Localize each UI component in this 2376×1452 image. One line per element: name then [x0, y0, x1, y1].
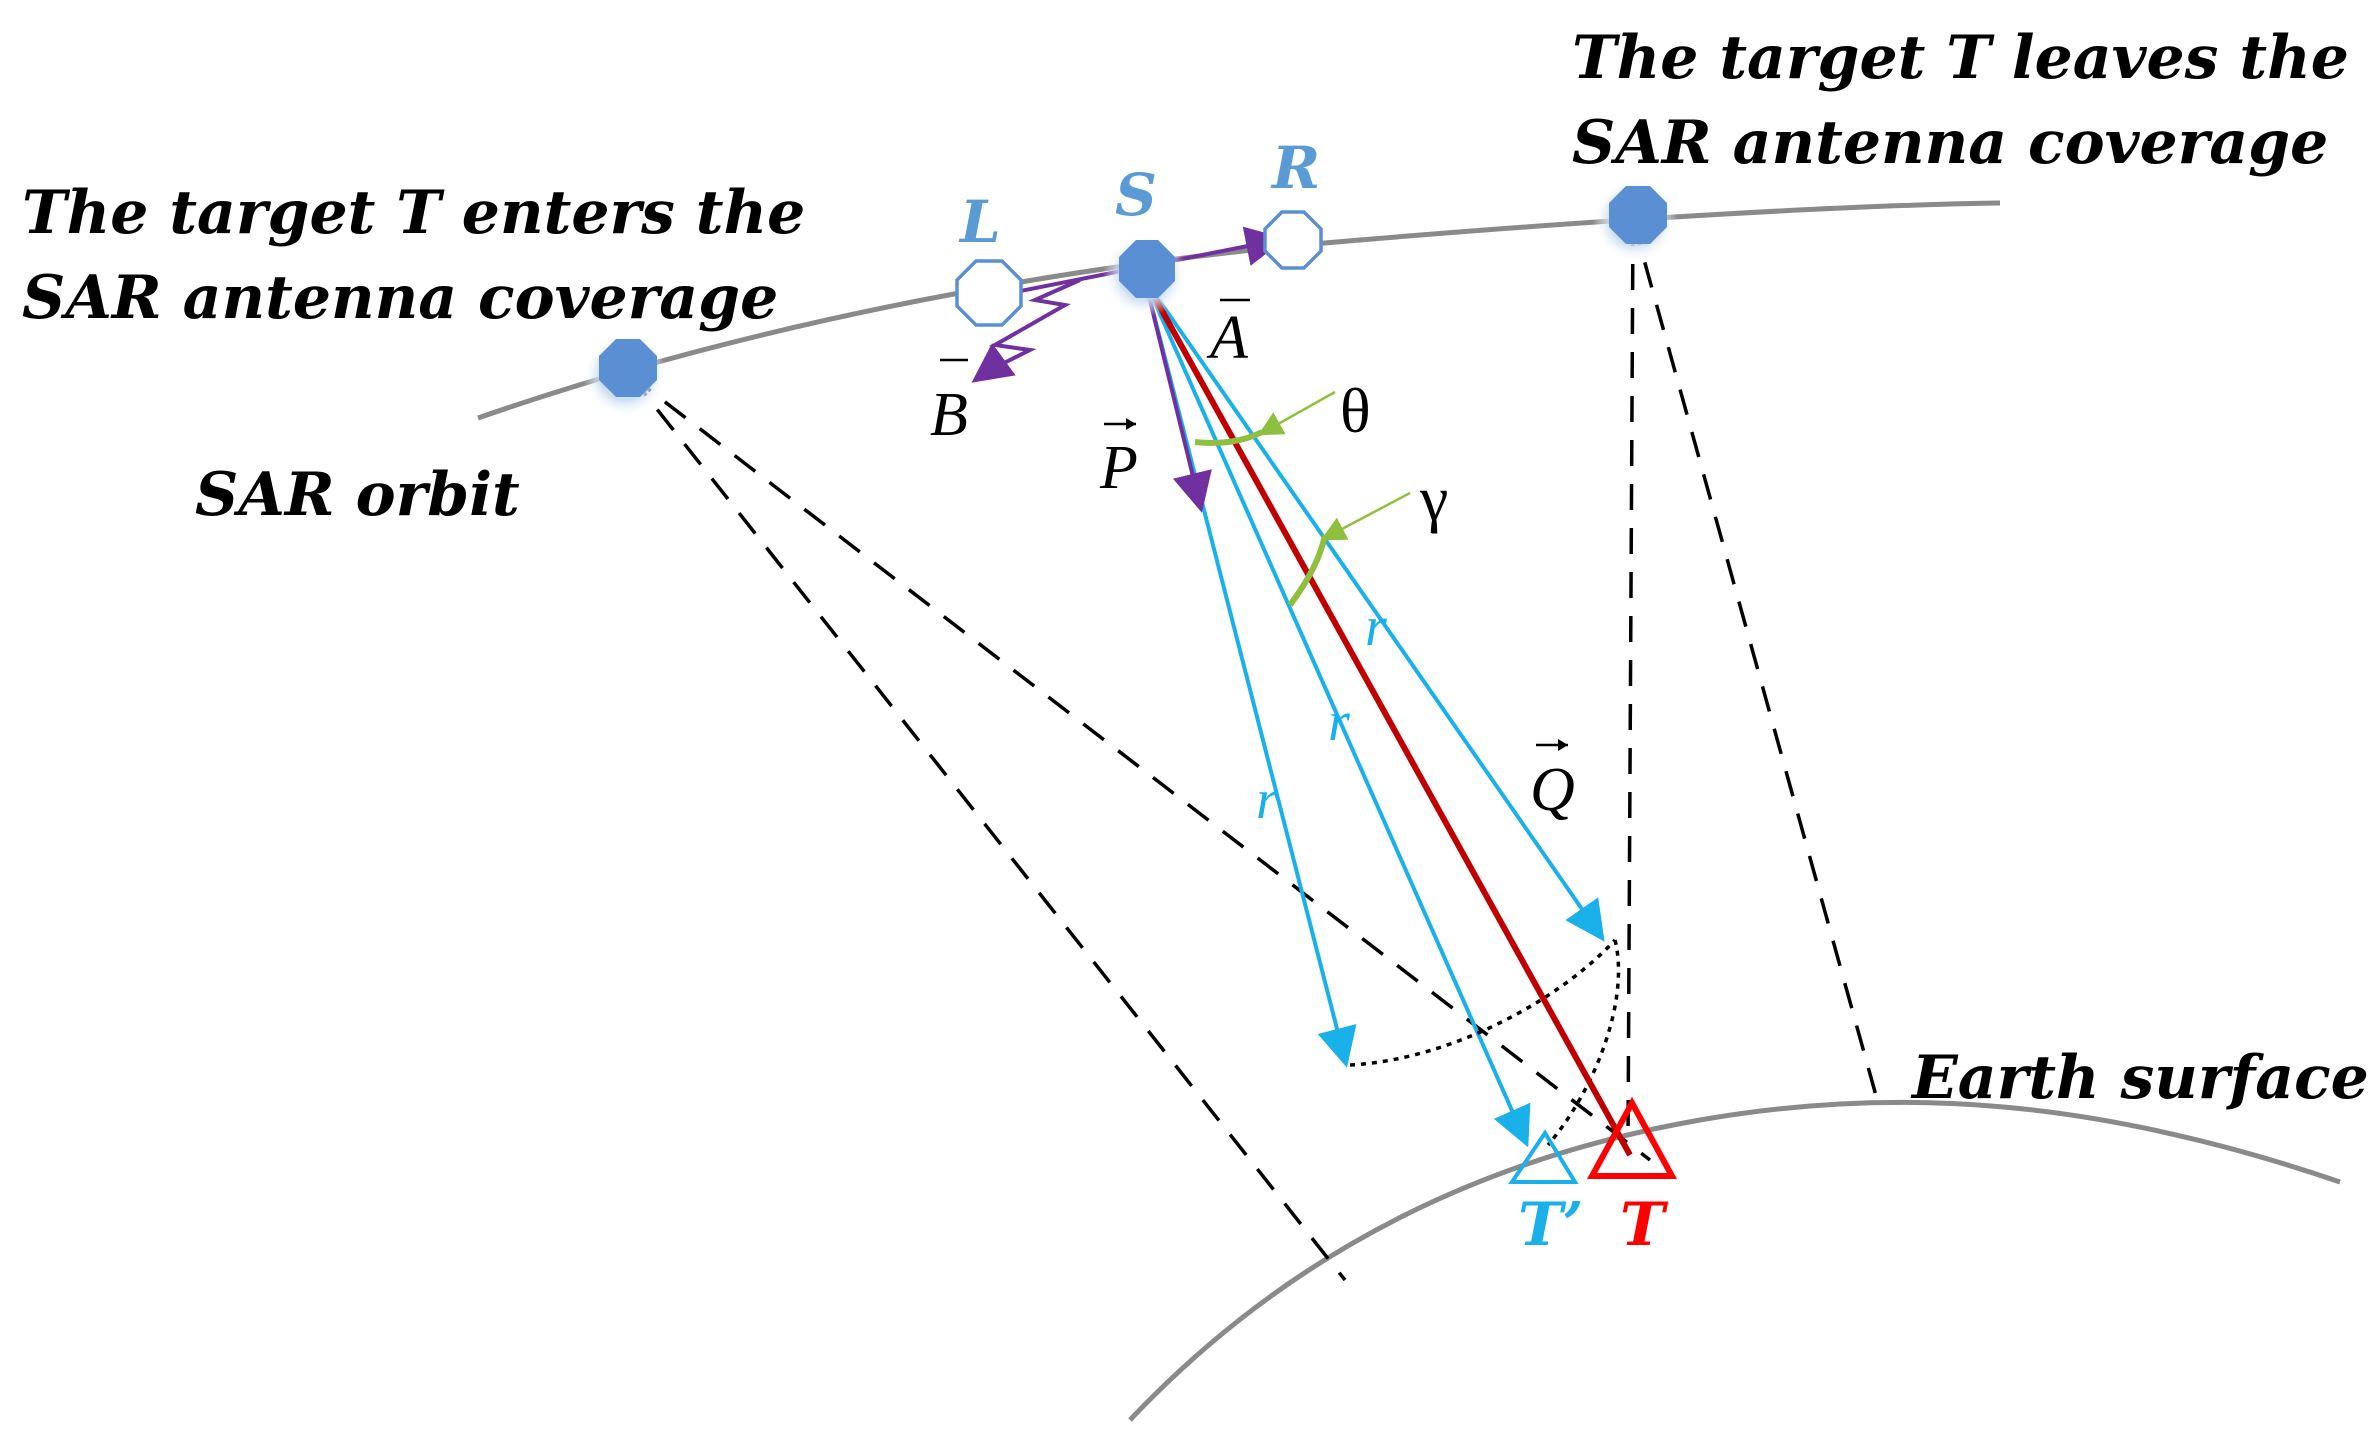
earth-surface-curve — [1128, 1099, 2341, 1422]
enter-coverage-label-line2: SAR antenna coverage — [22, 263, 778, 333]
gamma-pointer — [1320, 491, 1411, 541]
satellite-enter — [583, 333, 667, 417]
label-vector-p: P — [1099, 434, 1138, 502]
coverage-dashed-lines — [628, 219, 1882, 1282]
leave-coverage-label-line2: SAR antenna coverage — [1572, 108, 2328, 178]
label-vector-a: A — [1206, 304, 1249, 372]
target-t-prime — [1508, 1129, 1579, 1184]
label-theta: θ — [1340, 375, 1371, 446]
target-t — [1586, 1096, 1678, 1179]
sar-orbit-label: SAR orbit — [195, 460, 520, 530]
label-r-3: r — [1256, 769, 1278, 831]
label-r-1: r — [1365, 596, 1387, 658]
gamma-angle-arc — [1287, 534, 1328, 607]
label-r-2: r — [1328, 691, 1350, 753]
earth-surface-label: Earth surface — [1910, 1043, 2369, 1113]
satellite-r-outline — [1263, 210, 1323, 270]
theta-angle-arc — [1194, 429, 1264, 446]
label-t-prime: T’ — [1518, 1190, 1584, 1260]
range-line-s-to-t — [1142, 278, 1633, 1157]
vector-arrowheads — [1126, 418, 1568, 751]
satellite-l-outline — [955, 259, 1023, 327]
beam-footprint-arcs — [1349, 938, 1621, 1147]
label-t: T — [1620, 1190, 1669, 1260]
satellite-s — [1103, 233, 1187, 317]
label-vector-q: Q — [1530, 756, 1575, 824]
label-vector-b: B — [930, 381, 968, 449]
leave-coverage-label-line1: The target T leaves the — [1572, 23, 2349, 93]
satellite-leave — [1593, 178, 1677, 262]
label-gamma: γ — [1419, 463, 1448, 534]
label-r: R — [1270, 134, 1320, 202]
label-l: L — [958, 188, 1001, 256]
theta-pointer — [1257, 390, 1336, 436]
label-s: S — [1115, 161, 1157, 229]
enter-coverage-label-line1: The target T enters the — [22, 178, 805, 248]
